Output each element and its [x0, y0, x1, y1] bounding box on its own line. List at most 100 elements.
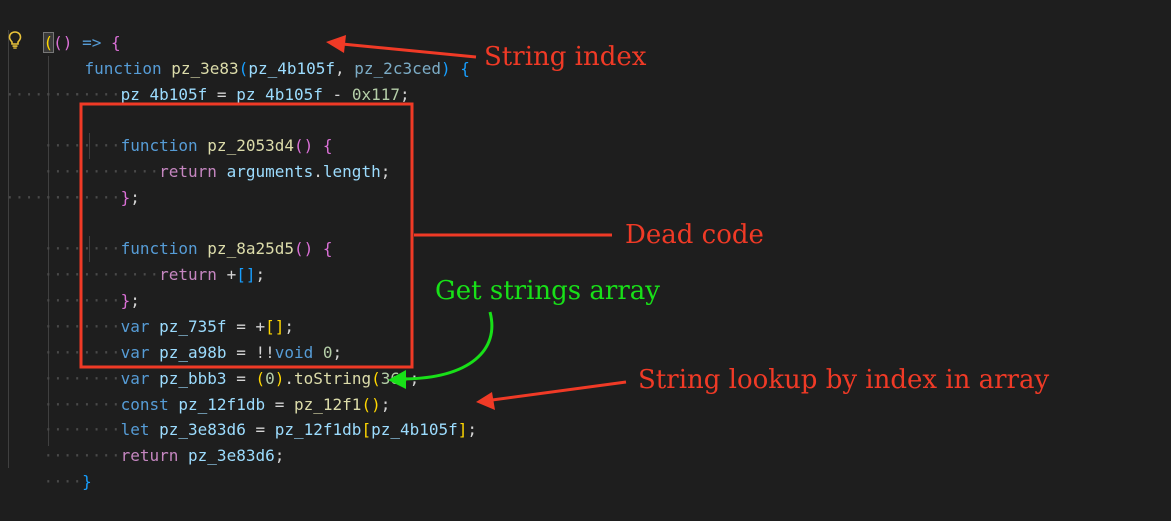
keyword: function — [84, 59, 172, 78]
variable: pz_4b105f — [371, 420, 458, 439]
code-line[interactable]: (() => { — [5, 4, 121, 53]
keyword: return — [120, 446, 189, 465]
dead-code-box — [79, 102, 414, 369]
whitespace-dots: ···· — [43, 472, 83, 491]
dot: . — [284, 369, 295, 388]
annotation-string-lookup: String lookup by index in array — [638, 365, 1050, 395]
array-literal: [] — [265, 317, 285, 336]
string-index-arrow — [326, 35, 477, 59]
code-line[interactable]: ············return +[]; — [5, 236, 266, 284]
variable: pz_3e83d6 — [188, 446, 275, 465]
variable: pz_4b105f — [120, 85, 208, 104]
paren: () — [361, 395, 381, 414]
whitespace-dots: ········ — [43, 85, 121, 104]
code-line[interactable]: ········ — [5, 82, 82, 108]
semicolon: ; — [274, 446, 285, 465]
indent-guide — [89, 236, 90, 262]
param: pz_4b105f — [248, 59, 336, 78]
keyword: function — [120, 136, 208, 155]
function-name: pz_2053d4 — [207, 136, 294, 155]
paren: ( — [255, 369, 266, 388]
whitespace-dots: ········ — [43, 369, 121, 388]
operator: = — [226, 317, 256, 336]
code-line[interactable]: ········ — [5, 185, 82, 211]
indent-guide — [8, 30, 9, 468]
code-line[interactable]: ············return arguments.length; — [5, 133, 391, 181]
brace: } — [120, 291, 131, 310]
variable: pz_12f1db — [178, 395, 266, 414]
number: 0 — [322, 343, 333, 362]
operator: + — [255, 317, 266, 336]
paren: () — [53, 33, 73, 52]
variable: pz_bbb3 — [159, 369, 227, 388]
operator: = — [265, 395, 294, 414]
brace: } — [82, 472, 92, 491]
semicolon: ; — [380, 395, 391, 414]
operator: - — [322, 85, 352, 104]
whitespace-dots: ········ — [5, 188, 83, 207]
code-line[interactable]: ········pz_4b105f = pz_4b105f - 0x117; — [5, 56, 410, 104]
keyword: var — [120, 369, 160, 388]
operator: = — [207, 85, 237, 104]
semicolon: ; — [399, 85, 410, 104]
paren: ) — [440, 59, 451, 78]
method-name: toString — [294, 369, 372, 388]
whitespace-dots: ········ — [43, 395, 121, 414]
keyword: function — [120, 239, 208, 258]
keyword: var — [120, 343, 160, 362]
paren: ( — [371, 369, 381, 388]
operator: = — [226, 369, 256, 388]
keyword: return — [159, 162, 227, 181]
operator: = — [245, 420, 275, 439]
keyword: var — [120, 317, 160, 336]
semicolon: ; — [255, 265, 266, 284]
semicolon: ; — [380, 162, 391, 181]
paren: () — [294, 239, 314, 258]
code-line[interactable]: ····} — [5, 443, 92, 491]
semicolon: ; — [284, 317, 295, 336]
semicolon: ; — [467, 420, 478, 439]
get-strings-array-arrow — [388, 311, 494, 389]
paren: ) — [274, 369, 285, 388]
function-name: pz_8a25d5 — [207, 239, 294, 258]
whitespace-dots: ········ — [43, 446, 121, 465]
property: length — [322, 162, 381, 181]
keyword: void — [274, 343, 314, 362]
indent-guide — [89, 133, 90, 159]
bracket: [ — [361, 420, 372, 439]
brace: { — [460, 59, 470, 78]
keyword: let — [120, 420, 160, 439]
semicolon: ; — [130, 291, 140, 310]
code-line[interactable]: ········var pz_a98b = !!void 0; — [5, 314, 343, 362]
code-editor[interactable]: (() => { function pz_3e83(pz_4b105f, pz_… — [0, 0, 1171, 491]
paren: ( — [238, 59, 249, 78]
brace: } — [120, 188, 131, 207]
keyword: const — [120, 395, 179, 414]
brace: { — [322, 239, 333, 258]
brace: { — [322, 136, 333, 155]
code-line[interactable]: ········return pz_3e83d6; — [5, 417, 285, 465]
function-name: pz_3e83 — [171, 59, 239, 78]
operator: !! — [255, 343, 275, 362]
code-line[interactable]: ········function pz_8a25d5() { — [5, 210, 333, 258]
code-line[interactable]: ········var pz_bbb3 = (0).toString(36); — [5, 340, 420, 388]
operator: = — [226, 343, 256, 362]
function-call: pz_12f1 — [294, 395, 362, 414]
annotation-get-strings-array: Get strings array — [435, 276, 660, 306]
param: pz_2c3ced — [354, 59, 441, 78]
lightbulb-icon[interactable] — [8, 31, 22, 49]
keyword: return — [159, 265, 227, 284]
array-literal: [] — [236, 265, 256, 284]
code-line[interactable]: function pz_3e83(pz_4b105f, pz_2c3ced) { — [46, 30, 470, 78]
code-line[interactable]: ········let pz_3e83d6 = pz_12f1db[pz_4b1… — [5, 391, 478, 439]
annotation-dead-code: Dead code — [625, 220, 764, 250]
variable: pz_4b105f — [236, 85, 323, 104]
paren: ( — [42, 32, 55, 53]
operator: + — [226, 265, 237, 284]
variable: pz_735f — [159, 317, 227, 336]
code-line[interactable]: ········const pz_12f1db = pz_12f1(); — [5, 366, 391, 414]
whitespace-dots: ········ — [5, 85, 83, 104]
string-lookup-arrow — [476, 380, 627, 410]
whitespace-dots: ············ — [43, 265, 160, 284]
annotation-overlay — [79, 35, 627, 410]
